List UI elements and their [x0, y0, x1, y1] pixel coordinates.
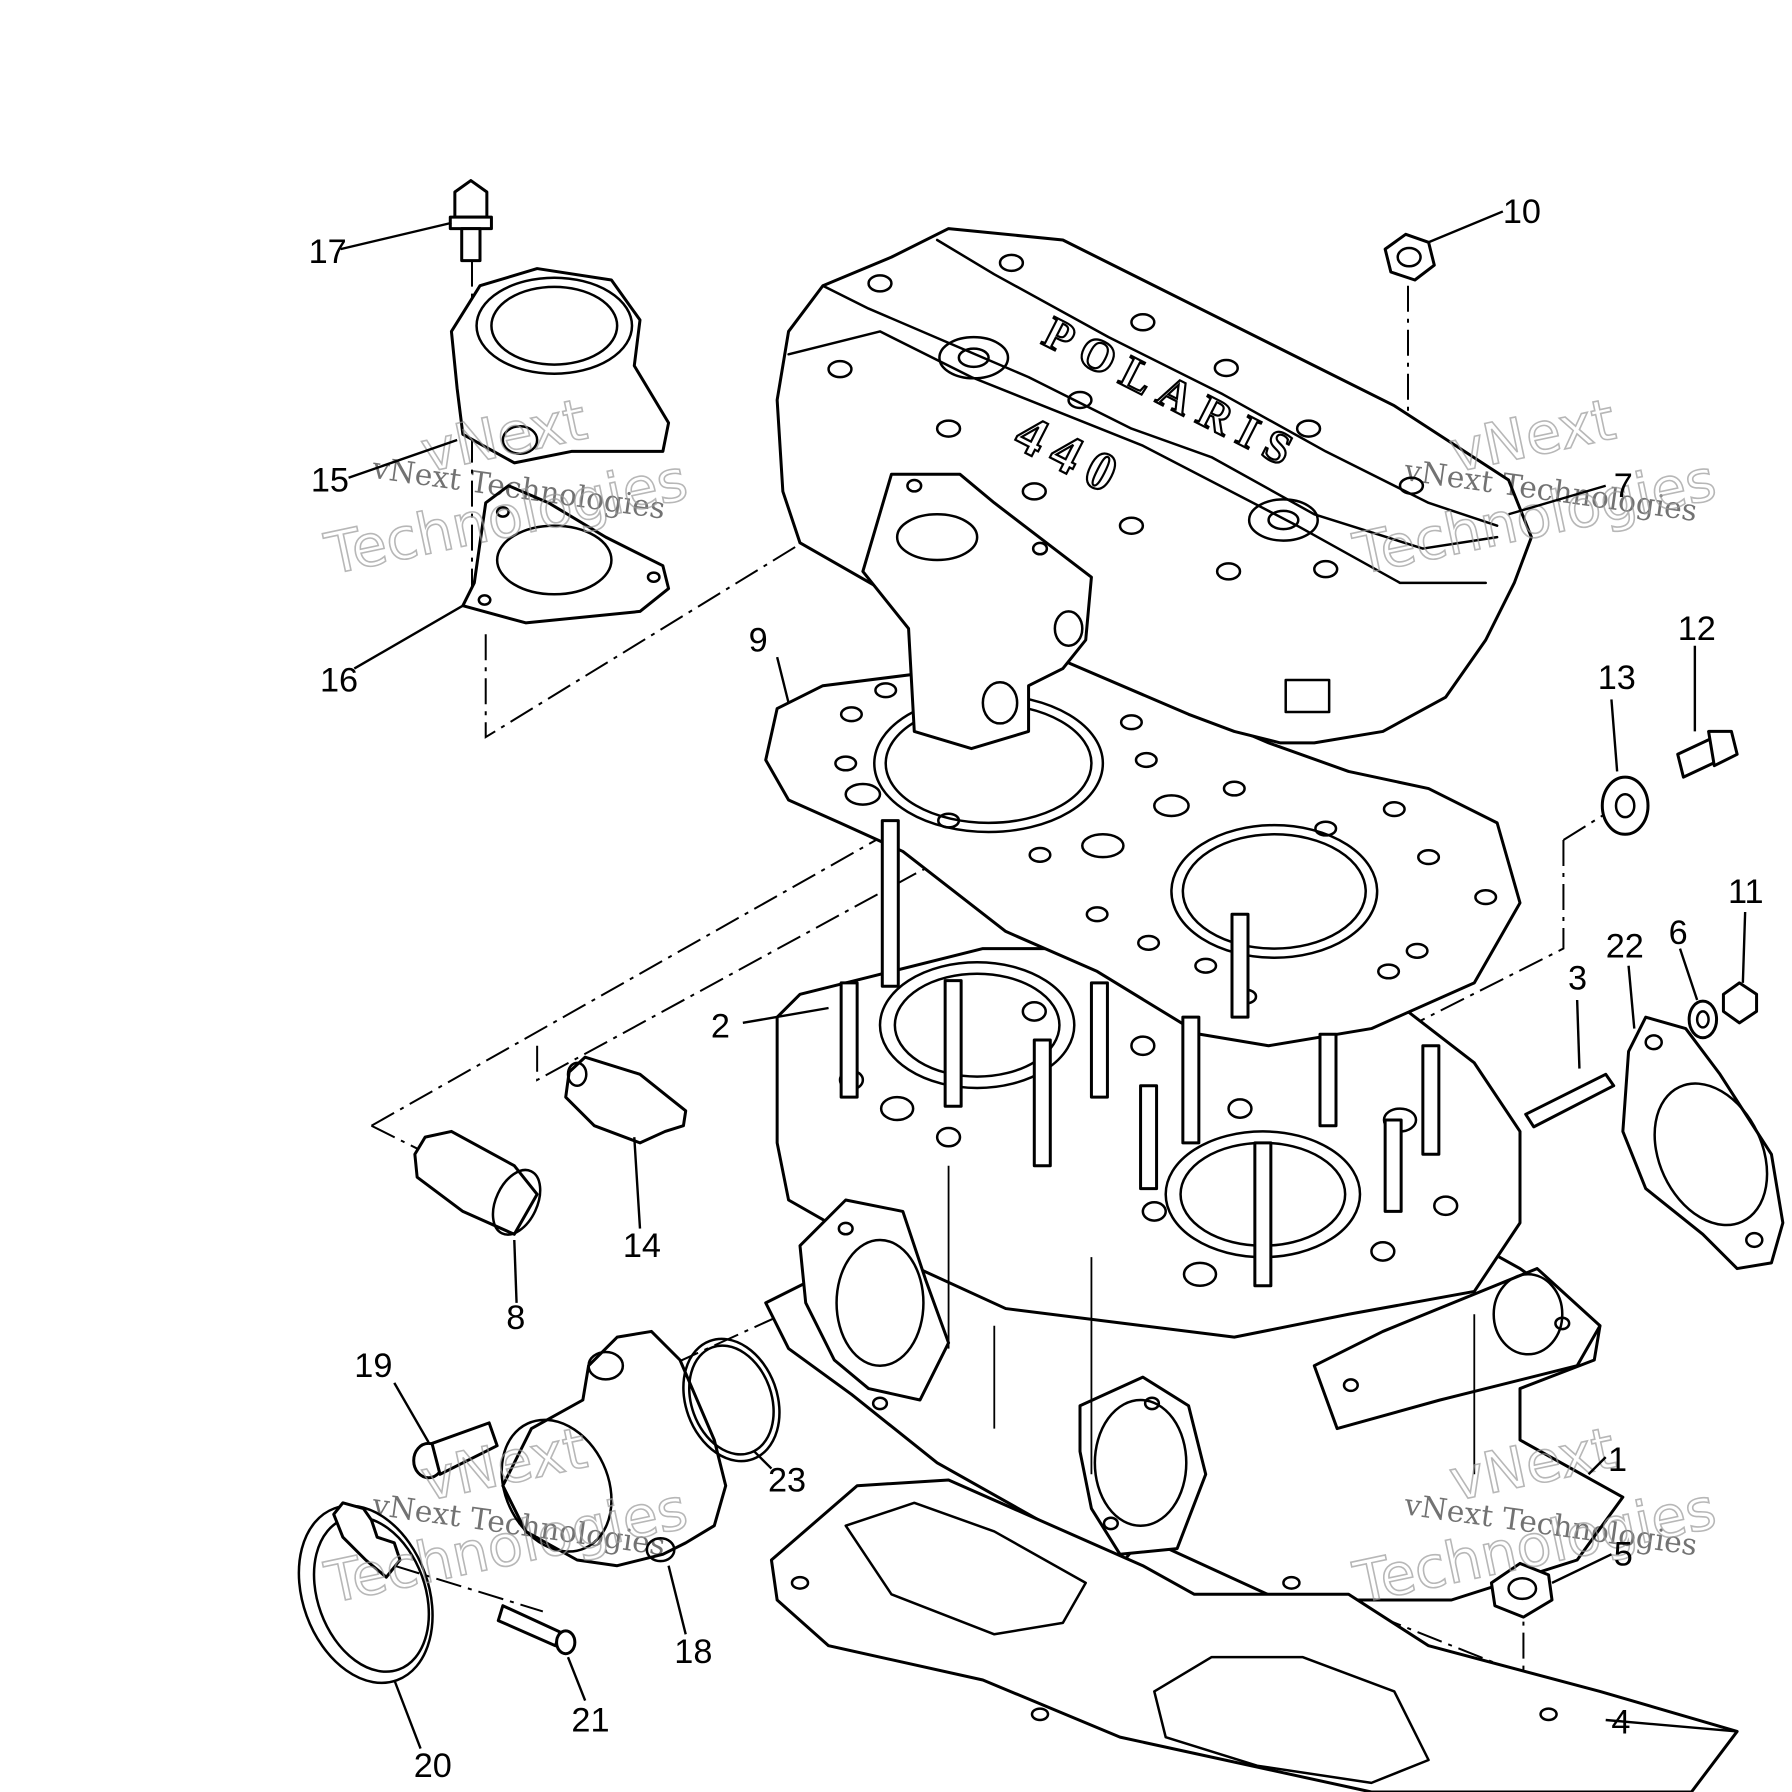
bolt-19: [414, 1423, 497, 1478]
callout-13: 13: [1598, 659, 1636, 697]
callout-10: 10: [1503, 193, 1541, 231]
cylinder-studs: [841, 821, 1614, 1286]
water-elbow-15: [451, 269, 668, 463]
callout-8: 8: [506, 1299, 525, 1337]
bolt-12-head: [1709, 731, 1738, 765]
callout-1: 1: [1608, 1441, 1627, 1479]
callout-11: 11: [1728, 873, 1764, 911]
callout-3: 3: [1568, 960, 1587, 998]
callout-6: 6: [1669, 914, 1688, 952]
callout-2: 2: [711, 1008, 730, 1046]
callout-5: 5: [1614, 1536, 1633, 1574]
temperature-sensor-14: [566, 1057, 686, 1143]
bolt-17: [450, 181, 491, 261]
callout-4: 4: [1611, 1704, 1630, 1742]
callout-19: 19: [354, 1347, 392, 1385]
water-outlet-housing: [863, 474, 1092, 748]
callout-15: 15: [311, 461, 349, 499]
part-callouts: 17 15 16 9 10 7 12 13 11 6 22 3 2 14 8 1…: [309, 193, 1764, 1785]
washer-13: [1602, 777, 1648, 834]
callout-17: 17: [309, 233, 347, 271]
callout-7: 7: [1614, 467, 1633, 505]
nut-11: [1723, 983, 1756, 1023]
screw-21: [498, 1606, 575, 1654]
clamp-20: [275, 1487, 456, 1702]
callout-20: 20: [414, 1747, 452, 1785]
callout-21: 21: [571, 1701, 609, 1739]
washer-6: [1689, 1001, 1716, 1038]
callout-16: 16: [320, 661, 358, 699]
callout-14: 14: [623, 1227, 661, 1265]
flange-nut-5: [1491, 1563, 1552, 1617]
o-ring-23: [667, 1325, 796, 1474]
exhaust-gasket: [1623, 1017, 1789, 1268]
intake-adapter-18: [481, 1331, 726, 1569]
callout-18: 18: [674, 1633, 712, 1671]
leader-lines: [341, 211, 1746, 1748]
callout-23: 23: [768, 1461, 806, 1499]
plug-8: [415, 1131, 550, 1242]
callout-12: 12: [1678, 610, 1716, 648]
fasteners-right: [1602, 731, 1756, 1037]
flange-nut-10: [1385, 234, 1434, 280]
callout-9: 9: [749, 621, 768, 659]
callout-22: 22: [1606, 928, 1644, 966]
base-gasket: [771, 1480, 1737, 1792]
water-elbow-gasket-16: [463, 486, 669, 623]
